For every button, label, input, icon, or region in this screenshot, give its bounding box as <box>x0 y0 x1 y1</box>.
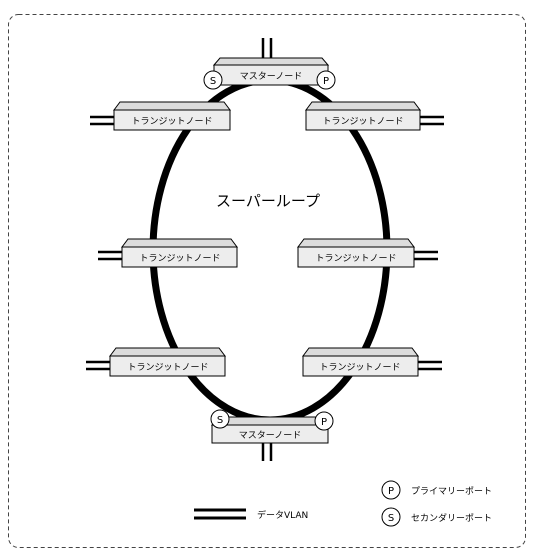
transit-node-label: トランジットノード <box>315 253 396 264</box>
master-node-bottom: マスターノード S P <box>210 409 334 461</box>
secondary-port-bottom: S <box>210 409 230 429</box>
primary-port-top: P <box>316 70 336 90</box>
transit-node-label: トランジットノード <box>139 253 220 264</box>
svg-text:P: P <box>388 486 394 497</box>
secondary-port-top: S <box>203 70 223 90</box>
transit-node-label: トランジットノード <box>319 362 400 373</box>
transit-node-label: トランジットノード <box>127 362 208 373</box>
transit-node: トランジットノード <box>90 101 231 131</box>
svg-text:P: P <box>321 417 327 428</box>
legend-secondary-port: S セカンダリーポート <box>381 507 492 527</box>
master-node-bottom-label: マスターノード <box>239 430 301 441</box>
transit-node: トランジットノード <box>302 347 442 377</box>
master-node-top-label: マスターノード <box>240 71 302 82</box>
primary-port-bottom: P <box>314 411 334 431</box>
transit-node-label: トランジットノード <box>131 116 212 127</box>
ring-label: スーパーループ <box>216 192 320 210</box>
legend-data-vlan-label: データVLAN <box>257 509 308 521</box>
master-node-top: マスターノード S P <box>203 38 336 90</box>
transit-node-label: トランジットノード <box>322 116 403 127</box>
diagram-frame <box>8 14 526 548</box>
svg-text:S: S <box>217 415 223 426</box>
transit-node: トランジットノード <box>86 347 226 377</box>
svg-text:P: P <box>323 76 329 87</box>
transit-node: トランジットノード <box>305 101 444 131</box>
legend-primary-port: P プライマリーポート <box>381 480 492 500</box>
transit-node: トランジットノード <box>297 238 438 268</box>
legend-primary-port-label: プライマリーポート <box>411 486 492 497</box>
svg-text:S: S <box>210 76 216 87</box>
legend-secondary-port-label: セカンダリーポート <box>411 512 492 524</box>
legend-data-vlan: データVLAN <box>194 508 308 521</box>
legend: データVLAN P プライマリーポート S セカンダリーポート <box>194 480 492 527</box>
svg-text:S: S <box>388 513 394 524</box>
transit-node: トランジットノード <box>98 238 238 268</box>
